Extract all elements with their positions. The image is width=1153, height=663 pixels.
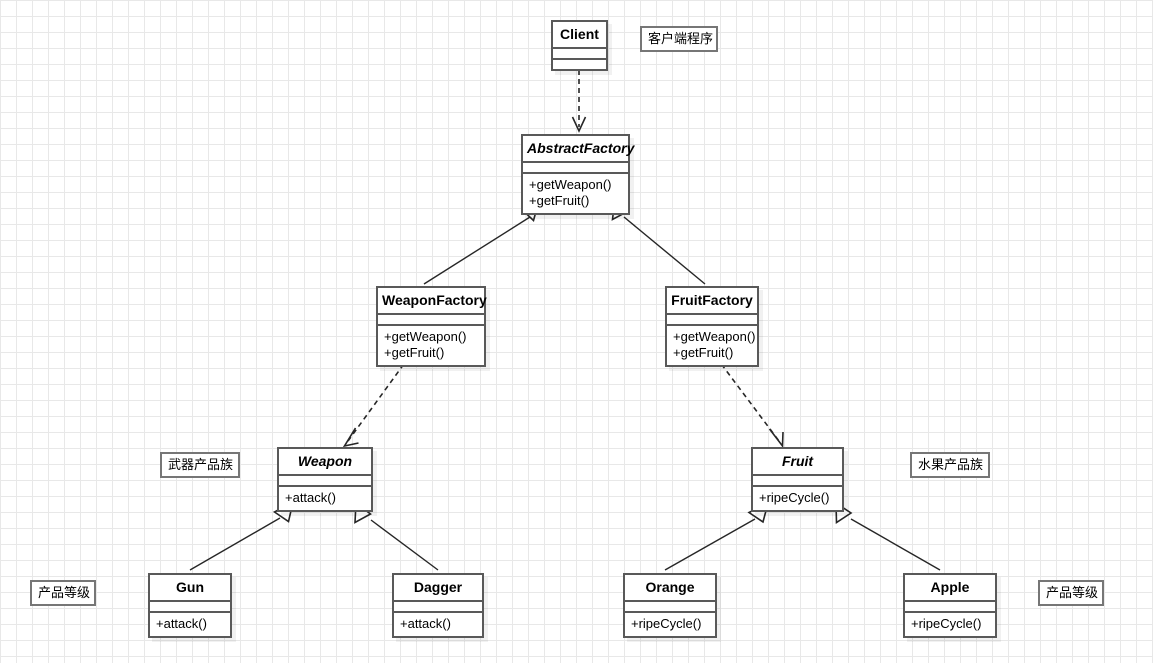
class-box-fruitfactory[interactable]: FruitFactory +getWeapon() +getFruit() <box>665 286 759 367</box>
edge-gun-to-weapon <box>189 500 295 571</box>
class-name-weapon: Weapon <box>297 453 353 469</box>
class-operations-compartment: +attack() <box>150 611 230 636</box>
edge-client-to-abstractfactory <box>571 61 587 133</box>
class-box-weapon[interactable]: Weapon +attack() <box>277 447 373 512</box>
class-operations-compartment: +attack() <box>279 485 371 510</box>
class-name-dagger: Dagger <box>413 579 463 595</box>
class-name-abstractfactory: AbstractFactory <box>527 140 635 156</box>
operation-item: +attack() <box>156 616 207 631</box>
class-name-fruitfactory: FruitFactory <box>671 292 753 308</box>
class-box-client[interactable]: Client <box>551 20 608 71</box>
edge-line <box>370 519 439 571</box>
operation-item: +ripeCycle() <box>631 616 702 631</box>
class-name-client: Client <box>560 26 599 42</box>
class-attributes-compartment <box>279 474 371 485</box>
class-attributes-compartment <box>150 600 230 611</box>
class-box-apple[interactable]: Apple +ripeCycle() <box>903 573 997 638</box>
operation-item: +ripeCycle() <box>759 490 830 505</box>
open-arrowhead-icon <box>342 427 359 448</box>
operation-item: +ripeCycle() <box>911 616 982 631</box>
class-operations-compartment: +attack() <box>394 611 482 636</box>
class-attributes-compartment <box>378 313 484 324</box>
operation-item: +getFruit() <box>673 345 734 360</box>
note-product-level-left: 产品等级 <box>30 580 96 606</box>
class-box-orange[interactable]: Orange +ripeCycle() <box>623 573 717 638</box>
class-operations-compartment: +ripeCycle() <box>625 611 715 636</box>
class-box-dagger[interactable]: Dagger +attack() <box>392 573 484 638</box>
operation-item: +getFruit() <box>529 193 590 208</box>
class-attributes-compartment <box>905 600 995 611</box>
class-attributes-compartment <box>394 600 482 611</box>
operation-item: +getWeapon() <box>529 177 612 192</box>
class-box-fruit[interactable]: Fruit +ripeCycle() <box>751 447 844 512</box>
class-name-apple: Apple <box>930 579 970 595</box>
note-product-level-right: 产品等级 <box>1038 580 1104 606</box>
operation-item: +getFruit() <box>384 345 445 360</box>
edge-line <box>347 356 410 442</box>
note-client-program: 客户端程序 <box>640 26 718 52</box>
class-name-orange: Orange <box>645 579 695 595</box>
edge-line <box>189 517 281 571</box>
class-box-abstractfactory[interactable]: AbstractFactory +getWeapon() +getFruit() <box>521 134 635 215</box>
class-name-fruit: Fruit <box>781 453 814 469</box>
edge-weaponfactory-to-weapon <box>342 356 410 448</box>
edge-line <box>664 518 756 571</box>
class-attributes-compartment <box>625 600 715 611</box>
class-operations-compartment: +getWeapon() +getFruit() <box>667 324 757 365</box>
operation-item: +getWeapon() <box>384 329 467 344</box>
operation-item: +attack() <box>285 490 336 505</box>
class-box-gun[interactable]: Gun +attack() <box>148 573 232 638</box>
edge-line <box>850 518 941 571</box>
edge-line <box>623 216 706 285</box>
edge-dagger-to-weapon <box>354 501 439 571</box>
edge-line <box>715 356 780 442</box>
class-operations-compartment <box>553 58 606 69</box>
class-attributes-compartment <box>553 47 606 58</box>
note-fruit-product-family: 水果产品族 <box>910 452 990 478</box>
class-name-gun: Gun <box>176 579 204 595</box>
edge-orange-to-fruit <box>664 501 770 571</box>
class-attributes-compartment <box>523 161 628 172</box>
class-attributes-compartment <box>667 313 757 324</box>
class-operations-compartment: +getWeapon() +getFruit() <box>523 172 628 213</box>
open-arrowhead-icon <box>571 116 587 133</box>
edge-line <box>423 216 531 285</box>
open-arrowhead-icon <box>768 428 784 449</box>
edge-fruitfactory-to-fruit <box>715 356 784 449</box>
class-box-weaponfactory[interactable]: WeaponFactory +getWeapon() +getFruit() <box>376 286 487 367</box>
note-weapon-product-family: 武器产品族 <box>160 452 240 478</box>
edge-apple-to-fruit <box>835 501 941 571</box>
operation-item: +getWeapon() <box>673 329 756 344</box>
operation-item: +attack() <box>400 616 451 631</box>
class-attributes-compartment <box>753 474 842 485</box>
class-operations-compartment: +ripeCycle() <box>905 611 995 636</box>
class-operations-compartment: +getWeapon() +getFruit() <box>378 324 484 365</box>
class-operations-compartment: +ripeCycle() <box>753 485 842 510</box>
class-name-weaponfactory: WeaponFactory <box>382 292 487 308</box>
